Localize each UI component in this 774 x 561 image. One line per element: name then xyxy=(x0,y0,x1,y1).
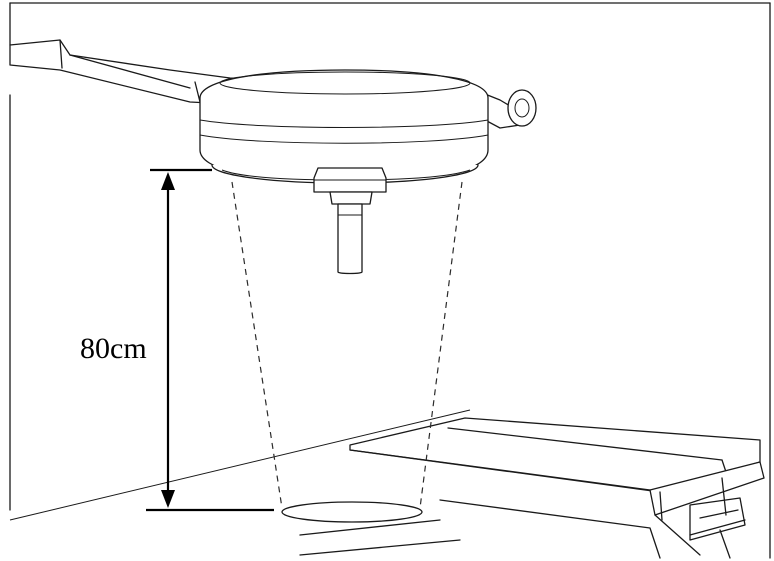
light-cone xyxy=(231,181,463,523)
lamp-head xyxy=(199,69,489,275)
light-field-ellipse xyxy=(281,501,423,523)
dimension-measure xyxy=(146,168,274,512)
floor-line xyxy=(9,409,471,521)
diagram-frame xyxy=(9,2,771,559)
dimension-label: 80cm xyxy=(80,332,147,365)
dimension-arrow-down xyxy=(161,490,175,508)
operating-table xyxy=(299,417,765,559)
dimension-arrow-up xyxy=(161,172,175,190)
